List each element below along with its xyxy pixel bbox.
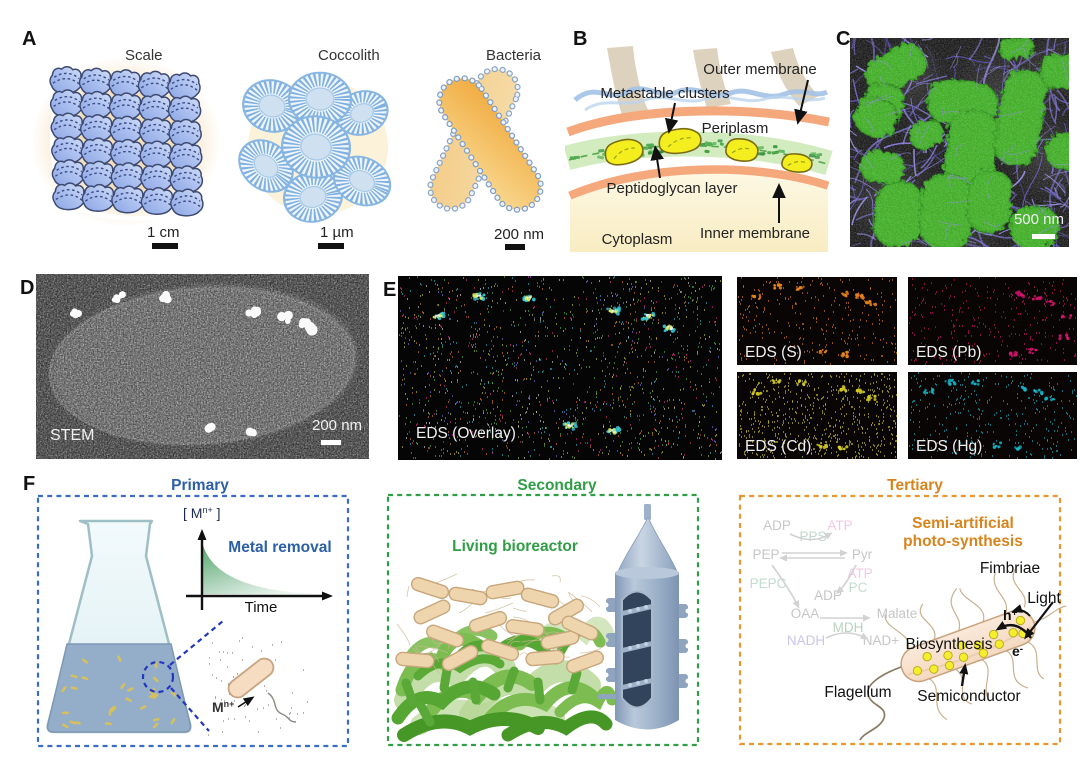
svg-text:Inner membrane: Inner membrane — [700, 225, 810, 242]
svg-text:Pyr: Pyr — [852, 547, 873, 562]
svg-text:Outer membrane: Outer membrane — [703, 61, 816, 78]
svg-text:EDS (S): EDS (S) — [745, 344, 802, 361]
svg-text:200 nm: 200 nm — [312, 417, 362, 434]
svg-text:1 µm: 1 µm — [320, 224, 354, 241]
svg-text:Time: Time — [245, 599, 278, 616]
svg-text:Secondary: Secondary — [517, 477, 597, 494]
svg-text:Peptidoglycan layer: Peptidoglycan layer — [607, 180, 738, 197]
svg-text:E: E — [383, 279, 396, 301]
svg-text:EDS (Cd): EDS (Cd) — [745, 438, 811, 455]
svg-text:Flagellum: Flagellum — [824, 684, 891, 701]
svg-text:A: A — [22, 28, 36, 50]
svg-text:Malate: Malate — [877, 606, 918, 621]
svg-text:Light: Light — [1027, 590, 1061, 607]
svg-text:500 nm: 500 nm — [1014, 211, 1064, 228]
svg-text:PPS: PPS — [799, 529, 826, 544]
svg-text:Cytoplasm: Cytoplasm — [602, 231, 673, 248]
svg-text:D: D — [20, 277, 34, 299]
svg-text:EDS (Pb): EDS (Pb) — [916, 344, 981, 361]
svg-text:Tertiary: Tertiary — [887, 477, 943, 494]
svg-text:Mn+: Mn+ — [212, 699, 234, 715]
svg-text:photo-synthesis: photo-synthesis — [903, 533, 1023, 550]
svg-text:STEM: STEM — [50, 427, 94, 444]
svg-text:[ Mn+ ]: [ Mn+ ] — [183, 505, 221, 521]
svg-text:Biosynthesis: Biosynthesis — [905, 636, 992, 653]
svg-text:Semiconductor: Semiconductor — [917, 688, 1020, 705]
svg-text:Fimbriae: Fimbriae — [980, 560, 1040, 577]
svg-text:1 cm: 1 cm — [147, 224, 180, 241]
svg-text:PEP: PEP — [752, 547, 779, 562]
svg-text:200 nm: 200 nm — [494, 226, 544, 243]
svg-text:NAD+: NAD+ — [863, 633, 900, 648]
svg-text:C: C — [836, 28, 850, 50]
svg-text:EDS (Overlay): EDS (Overlay) — [416, 425, 516, 442]
svg-text:B: B — [573, 28, 587, 50]
svg-text:ADP: ADP — [763, 518, 791, 533]
svg-text:Semi-artificial: Semi-artificial — [912, 515, 1014, 532]
svg-text:EDS (Hg): EDS (Hg) — [916, 438, 982, 455]
svg-text:Periplasm: Periplasm — [702, 120, 769, 137]
svg-text:ADP: ADP — [814, 588, 842, 603]
svg-text:Metal removal: Metal removal — [228, 539, 331, 556]
svg-text:PEPC: PEPC — [750, 576, 787, 591]
svg-text:e-: e- — [1012, 643, 1023, 659]
svg-text:MDH: MDH — [833, 620, 864, 635]
svg-text:PC: PC — [849, 580, 868, 595]
svg-text:ATP: ATP — [827, 518, 852, 533]
svg-text:NADH: NADH — [787, 633, 825, 648]
svg-text:Bacteria: Bacteria — [486, 47, 542, 64]
svg-text:OAA: OAA — [791, 606, 820, 621]
svg-text:Metastable clusters: Metastable clusters — [600, 85, 729, 102]
svg-text:F: F — [23, 473, 35, 495]
svg-text:Coccolith: Coccolith — [318, 47, 380, 64]
svg-text:Living bioreactor: Living bioreactor — [452, 538, 578, 555]
svg-text:Primary: Primary — [171, 477, 229, 494]
